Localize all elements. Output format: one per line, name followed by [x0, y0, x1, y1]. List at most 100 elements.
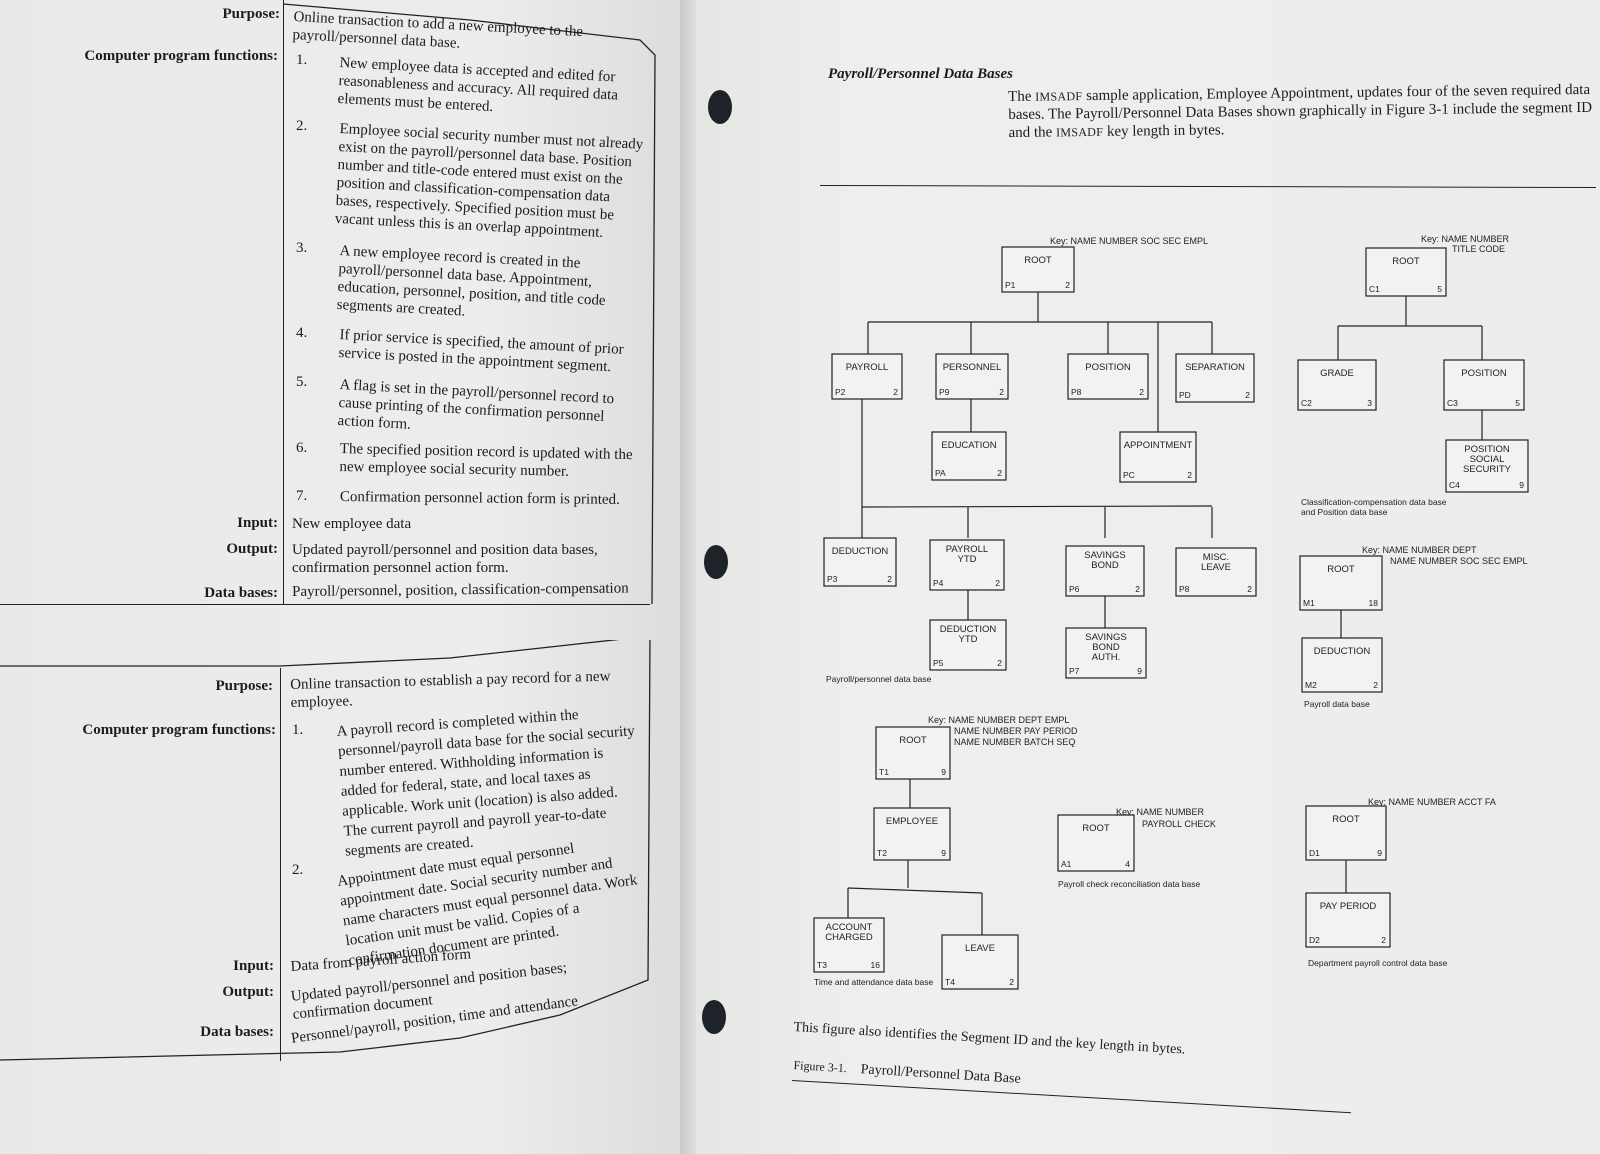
segment-box	[875, 726, 951, 780]
segment-box	[1065, 627, 1147, 679]
segment-key-length: 2	[893, 387, 898, 397]
table2-frame	[0, 640, 651, 1061]
segment-id: T4	[945, 977, 955, 987]
segment-name: MISC.	[1203, 552, 1229, 563]
segment-id: T2	[877, 848, 887, 858]
segment-key-length: 2	[997, 658, 1002, 668]
segment-key-length: 4	[1125, 859, 1130, 869]
segment-key-length: 2	[1373, 680, 1378, 690]
fn-text: Employee social security number must not…	[334, 120, 644, 241]
segment-key-length: 2	[999, 387, 1004, 397]
segment-key-length: 9	[1377, 848, 1382, 858]
segment-id: P4	[933, 578, 944, 588]
key-label: NAME NUMBER PAY PERIOD	[954, 726, 1078, 736]
segment-name: POSITION	[1464, 444, 1510, 455]
segment-name: ACCOUNT	[826, 922, 873, 933]
databases-label: Data bases:	[204, 585, 278, 601]
segment-id: C2	[1301, 398, 1312, 408]
segment-box	[941, 934, 1019, 990]
segment-key-length: 9	[1137, 666, 1142, 676]
segment-box	[929, 539, 1005, 591]
segment-key-length: 2	[887, 574, 892, 584]
segment-box	[1297, 359, 1377, 411]
segment-id: C3	[1447, 398, 1458, 408]
segment-name: PAYROLL	[846, 362, 888, 373]
fn-number: 2.	[296, 118, 308, 134]
segment-name: POSITION	[1085, 362, 1131, 373]
fn-number: 5.	[296, 374, 308, 390]
segment-box	[1305, 892, 1391, 948]
fn-number: 2.	[292, 862, 304, 878]
segment-box	[1443, 359, 1525, 411]
segment-name: LEAVE	[1201, 562, 1231, 573]
segment-id: D1	[1309, 848, 1320, 858]
segment-name: DEDUCTION	[832, 546, 889, 557]
segment-name: SAVINGS	[1085, 632, 1127, 643]
key-label: Key: NAME NUMBER	[1116, 807, 1205, 817]
output-label: Output:	[226, 541, 278, 557]
key-label: NAME NUMBER SOC SEC EMPL	[1390, 556, 1528, 566]
segment-name: PAY PERIOD	[1320, 901, 1377, 912]
segment-box	[1301, 637, 1383, 693]
segment-id: C4	[1449, 480, 1460, 490]
segment-key-length: 5	[1515, 398, 1520, 408]
segment-id: P5	[933, 658, 944, 668]
segment-key-length: 2	[997, 468, 1002, 478]
segment-box	[931, 431, 1007, 481]
binder-hole	[704, 545, 728, 579]
segment-id: P8	[1179, 584, 1190, 594]
segment-name: PAYROLL	[946, 544, 988, 555]
segment-id: P1	[1005, 280, 1016, 290]
segment-name: ROOT	[1327, 564, 1355, 575]
segment-key-length: 2	[1247, 584, 1252, 594]
figure-label: Figure 3-1.	[793, 1058, 848, 1076]
table1-bottom-rule	[0, 604, 650, 605]
key-label: PAYROLL CHECK	[1142, 819, 1216, 829]
segment-name: EDUCATION	[941, 440, 996, 451]
input-label: Input:	[237, 515, 278, 531]
section-heading: Payroll/Personnel Data Bases	[828, 66, 1014, 82]
fn-number: 1.	[292, 722, 304, 738]
segment-box	[873, 807, 951, 861]
segment-name: POSITION	[1461, 368, 1507, 379]
fn-number: 4.	[296, 325, 308, 341]
input-text: New employee data	[292, 516, 412, 532]
segment-key-length: 2	[1187, 470, 1192, 480]
segment-name: SAVINGS	[1084, 550, 1126, 561]
segment-key-length: 5	[1437, 284, 1442, 294]
segment-box	[831, 353, 903, 400]
key-label: Key: NAME NUMBER SOC SEC EMPL	[1050, 236, 1208, 246]
table1-divider	[283, 0, 284, 605]
segment-id: P6	[1069, 584, 1080, 594]
segment-id: M1	[1303, 598, 1315, 608]
segment-key-length: 2	[1065, 280, 1070, 290]
segment-name: SEPARATION	[1185, 362, 1245, 373]
segment-key-length: 3	[1367, 398, 1372, 408]
segment-key-length: 2	[1139, 387, 1144, 397]
fn-number: 6.	[296, 440, 308, 456]
segment-id: P2	[835, 387, 846, 397]
segment-name: CHARGED	[825, 932, 873, 943]
key-label: NAME NUMBER BATCH SEQ	[954, 737, 1075, 747]
connector-line	[861, 505, 1213, 508]
output-text: Updated payroll/personnel and position d…	[292, 542, 598, 576]
fn-number: 7.	[296, 488, 308, 504]
segment-name: ROOT	[1332, 814, 1360, 825]
segment-key-length: 16	[871, 960, 881, 970]
segment-key-length: 2	[1009, 977, 1014, 987]
segment-name: SECURITY	[1463, 464, 1512, 475]
segment-key-length: 18	[1369, 598, 1379, 608]
fn-number: 1.	[296, 52, 308, 68]
databases-label: Data bases:	[200, 1024, 274, 1040]
segment-id: T3	[817, 960, 827, 970]
segment-id: P7	[1069, 666, 1080, 676]
binder-hole	[702, 1000, 726, 1034]
table-add-employee: Purpose: Online transaction to add a new…	[0, 0, 690, 620]
segment-name: SOCIAL	[1470, 454, 1505, 465]
segment-key-length: 9	[1519, 480, 1524, 490]
segment-name: ROOT	[1082, 823, 1110, 834]
database-caption: Payroll/personnel data base	[826, 674, 932, 684]
segment-name: YTD	[959, 634, 978, 645]
